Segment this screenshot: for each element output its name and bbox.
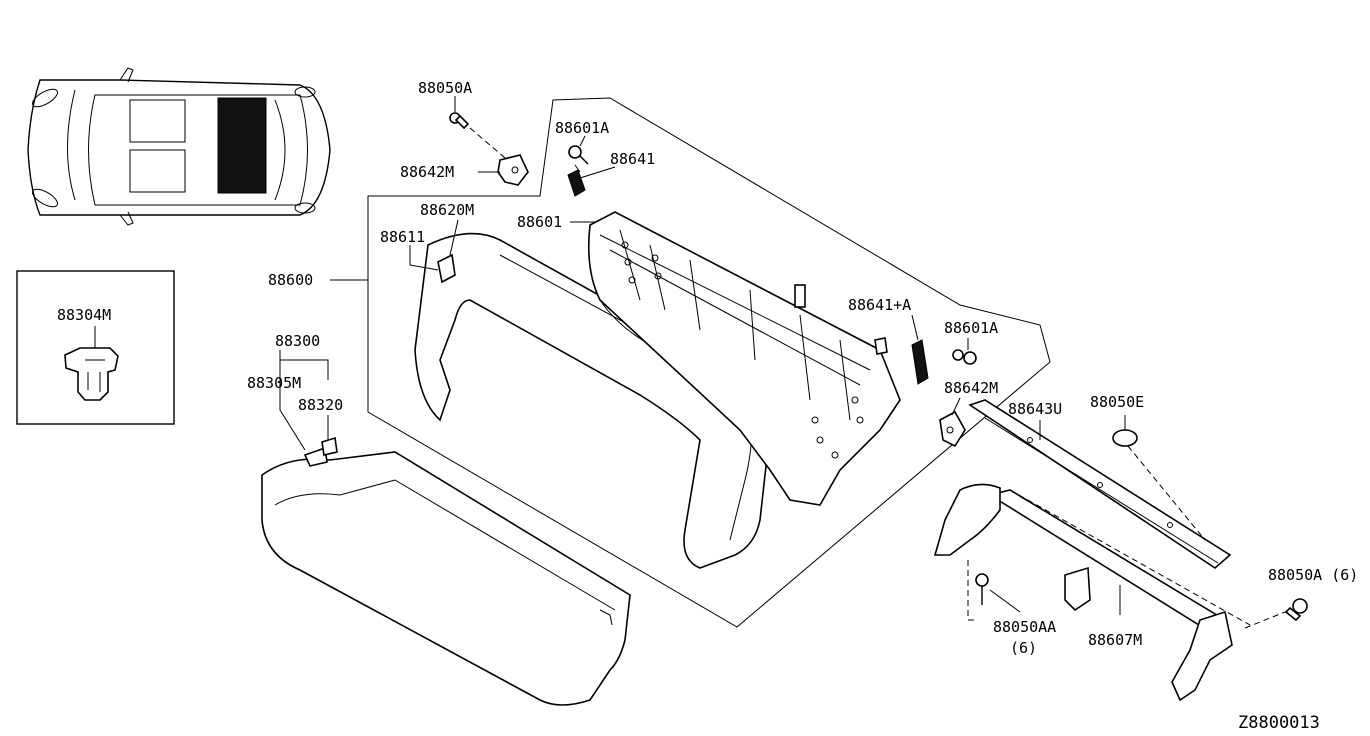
- label-88050A-right: 88050A (6): [1268, 566, 1358, 584]
- label-88305M: 88305M: [247, 374, 301, 392]
- label-88050E: 88050E: [1090, 393, 1144, 411]
- bolt-88050A-right: [1284, 598, 1308, 622]
- label-88611: 88611: [380, 228, 425, 246]
- bracket-88607M: [933, 483, 1291, 702]
- frame-holes: [621, 241, 864, 459]
- diagram-id: Z8800013: [1238, 713, 1320, 733]
- seat-hooks: [303, 253, 456, 467]
- label-88642M-top: 88642M: [400, 163, 454, 181]
- label-88642M-right: 88642M: [944, 379, 998, 397]
- label-88320: 88320: [298, 396, 343, 414]
- leader-lines: [279, 96, 1126, 615]
- label-88601A-top: 88601A: [555, 119, 609, 137]
- label-88601: 88601: [517, 213, 562, 231]
- label-88050A-top: 88050A: [418, 79, 472, 97]
- clip-inset-box: 88304M: [16, 270, 175, 425]
- bolts-88050AA: [967, 560, 989, 621]
- assembly-frame: [367, 97, 1051, 628]
- hinge-88642M-top: [449, 112, 529, 186]
- label-88607M: 88607M: [1088, 631, 1142, 649]
- lock-88641: [567, 164, 586, 197]
- seat-cushion: [261, 451, 631, 706]
- label-88641A: 88641+A: [848, 296, 911, 314]
- label-88641: 88641: [610, 150, 655, 168]
- label-88050AA-qty: (6): [1010, 639, 1037, 657]
- label-88304M: 88304M: [57, 306, 111, 324]
- seat-back-frame: [587, 211, 901, 506]
- label-88601A-right: 88601A: [944, 319, 998, 337]
- label-88050AA: 88050AA: [993, 618, 1056, 636]
- hinge-88642M-right: [939, 410, 966, 448]
- label-88300: 88300: [275, 332, 320, 350]
- lock-88641A: [911, 339, 977, 385]
- label-88600: 88600: [268, 271, 313, 289]
- vehicle-locator-icon: [27, 67, 331, 226]
- rail-88643U: [968, 399, 1232, 570]
- bolt-88601A-top: [568, 145, 589, 165]
- label-88620M: 88620M: [420, 201, 474, 219]
- label-88643U: 88643U: [1008, 400, 1062, 418]
